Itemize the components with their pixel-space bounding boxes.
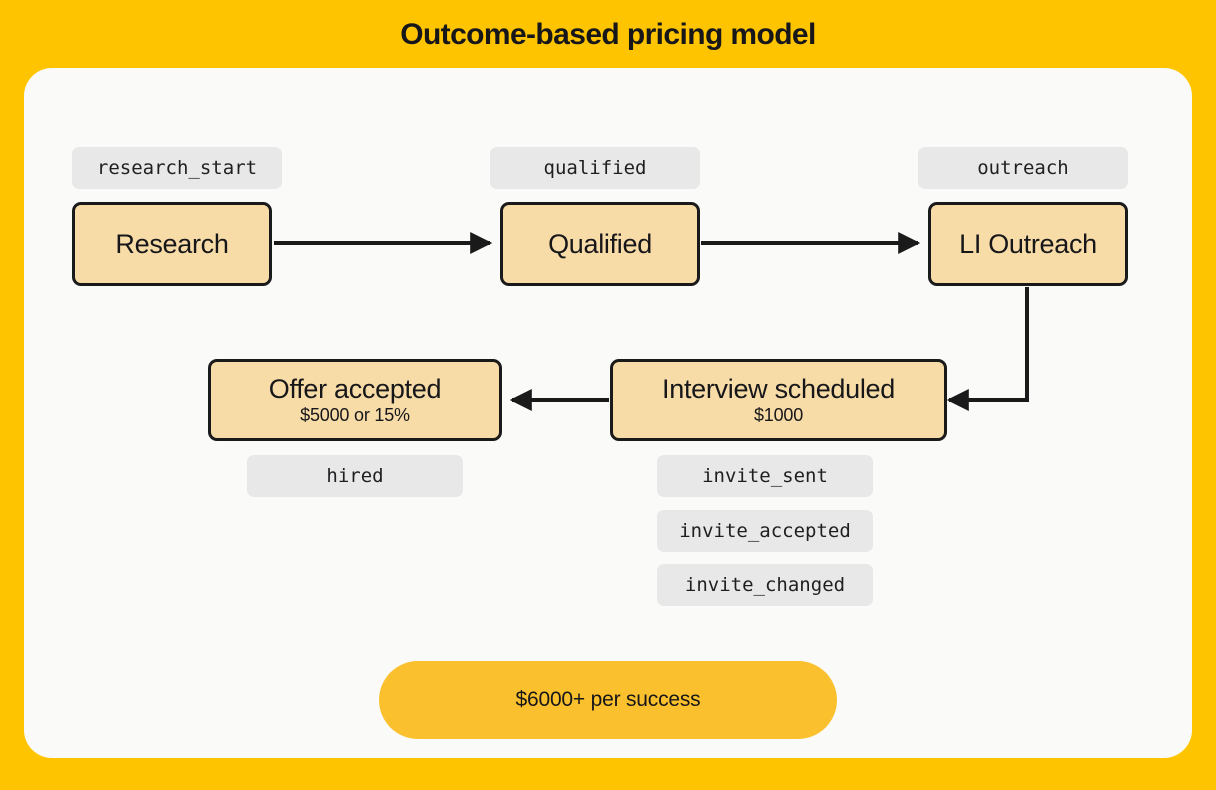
edge-outreach-to-interview: [946, 287, 1029, 411]
tag-hired[interactable]: hired: [247, 455, 463, 497]
node-sublabel: $1000: [753, 405, 804, 426]
tag-label: qualified: [543, 157, 647, 179]
node-li-outreach[interactable]: LI Outreach: [928, 202, 1128, 286]
tag-invite-changed[interactable]: invite_changed: [657, 564, 873, 606]
tag-label: invite_changed: [684, 574, 846, 596]
node-interview-scheduled[interactable]: Interview scheduled $1000: [610, 359, 947, 441]
node-qualified[interactable]: Qualified: [500, 202, 700, 286]
tag-invite-sent[interactable]: invite_sent: [657, 455, 873, 497]
node-research[interactable]: Research: [72, 202, 272, 286]
node-label: Offer accepted: [268, 374, 442, 405]
diagram-canvas: research_start Research qualified Qualif…: [24, 68, 1192, 758]
node-sublabel: $5000 or 15%: [300, 405, 410, 426]
tag-label: hired: [326, 465, 384, 487]
tag-outreach[interactable]: outreach: [918, 147, 1128, 189]
node-offer-accepted[interactable]: Offer accepted $5000 or 15%: [208, 359, 502, 441]
tag-invite-accepted[interactable]: invite_accepted: [657, 510, 873, 552]
tag-label: invite_sent: [702, 465, 828, 487]
node-label: Interview scheduled: [662, 374, 895, 405]
summary-label: $6000+ per success: [515, 688, 701, 711]
tag-label: research_start: [96, 157, 258, 179]
tag-label: invite_accepted: [679, 520, 851, 542]
summary-pill[interactable]: $6000+ per success: [379, 661, 837, 739]
tag-research-start[interactable]: research_start: [72, 147, 282, 189]
tag-label: outreach: [977, 157, 1069, 179]
page-title: Outcome-based pricing model: [400, 18, 816, 51]
node-label: Qualified: [548, 228, 652, 259]
node-label: LI Outreach: [959, 228, 1097, 259]
diagram-card: research_start Research qualified Qualif…: [24, 68, 1192, 758]
tag-qualified[interactable]: qualified: [490, 147, 700, 189]
node-label: Research: [115, 228, 229, 259]
